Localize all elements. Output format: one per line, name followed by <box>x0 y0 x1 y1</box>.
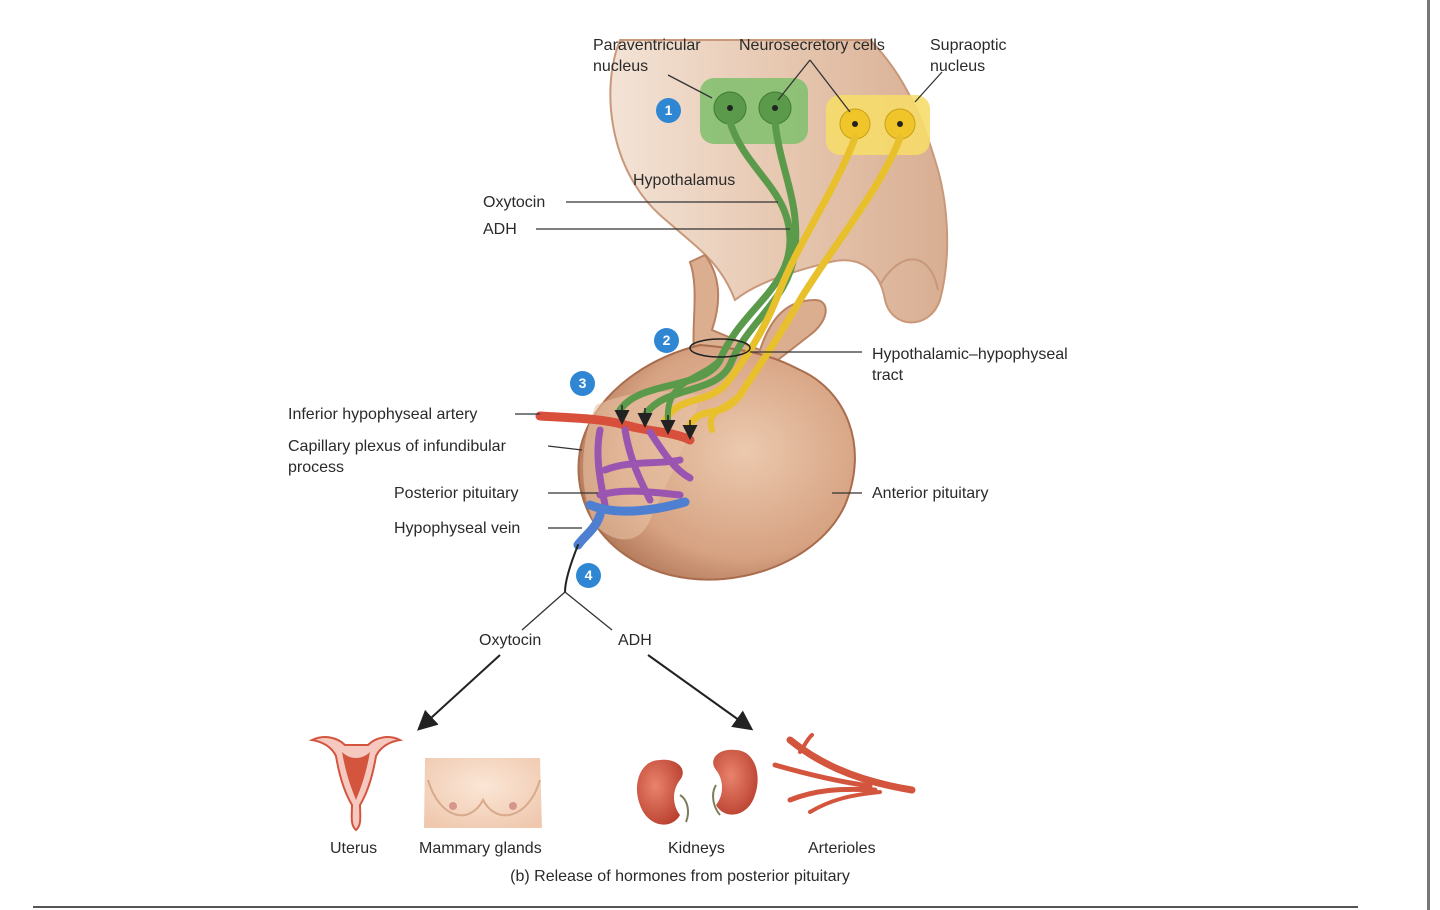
label-oxytocin-top: Oxytocin <box>483 194 546 211</box>
label-hypothalamus: Hypothalamus <box>633 172 736 189</box>
step-badge-1: 1 <box>656 98 681 123</box>
target-arrows <box>417 654 754 731</box>
label-adh-top: ADH <box>483 221 517 238</box>
figure-caption: (b) Release of hormones from posterior p… <box>510 868 850 885</box>
label-paraventricular-line2: nucleus <box>593 58 649 75</box>
label-posterior-pituitary: Posterior pituitary <box>394 485 519 502</box>
label-mammary-glands: Mammary glands <box>419 840 542 857</box>
label-anterior-pituitary: Anterior pituitary <box>872 485 989 502</box>
label-tract-line1: Hypothalamic–hypophyseal <box>872 346 1068 363</box>
label-hypophyseal-vein: Hypophyseal vein <box>394 520 521 537</box>
label-tract-line2: tract <box>872 367 904 384</box>
arterioles-illustration <box>772 733 916 814</box>
release-arrows <box>614 405 698 440</box>
label-kidneys: Kidneys <box>668 840 725 857</box>
label-oxytocin-bottom: Oxytocin <box>479 632 542 649</box>
step-badge-3: 3 <box>570 371 595 396</box>
label-supraoptic-line1: Supraoptic <box>930 37 1007 54</box>
paraventricular-cell-group <box>700 78 808 144</box>
kidneys-illustration <box>636 749 758 825</box>
label-capillary-plexus-line1: Capillary plexus of infundibular <box>288 438 506 455</box>
bottom-rule <box>33 906 1358 908</box>
supraoptic-cell-group <box>826 95 930 155</box>
mammary-illustration <box>424 758 542 828</box>
label-inferior-hypophyseal-artery: Inferior hypophyseal artery <box>288 406 478 423</box>
right-border <box>1427 0 1430 910</box>
step-badge-2: 2 <box>654 328 679 353</box>
leader-lines <box>515 59 943 631</box>
label-supraoptic-line2: nucleus <box>930 58 986 75</box>
label-arterioles: Arterioles <box>808 840 876 857</box>
tract-marker <box>689 338 751 358</box>
axon-tracts <box>616 118 904 433</box>
step-badge-4: 4 <box>576 563 601 588</box>
label-uterus: Uterus <box>330 840 378 857</box>
label-paraventricular-line1: Paraventricular <box>593 37 701 54</box>
label-adh-bottom: ADH <box>618 632 652 649</box>
uterus-illustration <box>308 736 404 832</box>
label-neurosecretory-cells: Neurosecretory cells <box>739 37 885 54</box>
label-capillary-plexus-line2: process <box>288 459 345 476</box>
